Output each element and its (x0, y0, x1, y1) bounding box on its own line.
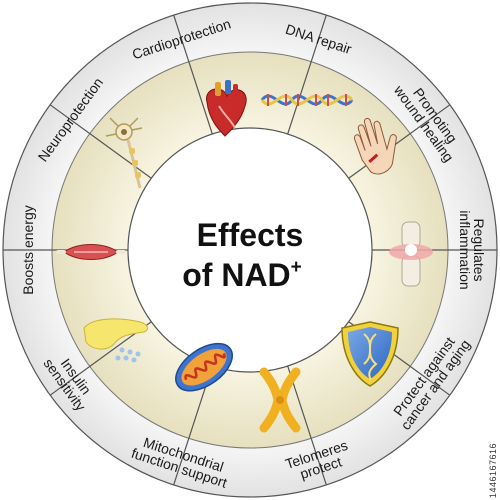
muscle-icon (56, 244, 126, 260)
segment-label-line: inflammation (457, 210, 473, 289)
neuron-icon (105, 117, 143, 189)
segment-divider (287, 365, 327, 486)
wounded-hand-icon (353, 117, 397, 175)
segment-divider (287, 14, 327, 135)
mitochondrion-icon (175, 342, 233, 392)
center-title-line1: Effects (197, 217, 304, 253)
knee-joint-icon (389, 221, 433, 287)
segment-divider (49, 321, 152, 396)
segment-label-line: Boosts energy (20, 205, 36, 295)
heart-icon (206, 80, 247, 137)
segment-divider (348, 104, 451, 179)
nad-text: of NAD (182, 257, 290, 293)
segment-label-line: Regulates (471, 218, 487, 281)
center-disc (127, 127, 373, 373)
dna-icon (260, 94, 354, 106)
nad-superscript: + (291, 257, 302, 278)
chromosome-icon (259, 367, 301, 433)
segment-divider (173, 14, 213, 135)
stock-id: 1446167616 (488, 442, 498, 498)
pancreas-icon (83, 318, 148, 363)
center-title-line2: of NAD+ (182, 257, 302, 293)
segment-label-energy: Boosts energy (20, 205, 36, 295)
dna-shield-icon (341, 321, 399, 387)
